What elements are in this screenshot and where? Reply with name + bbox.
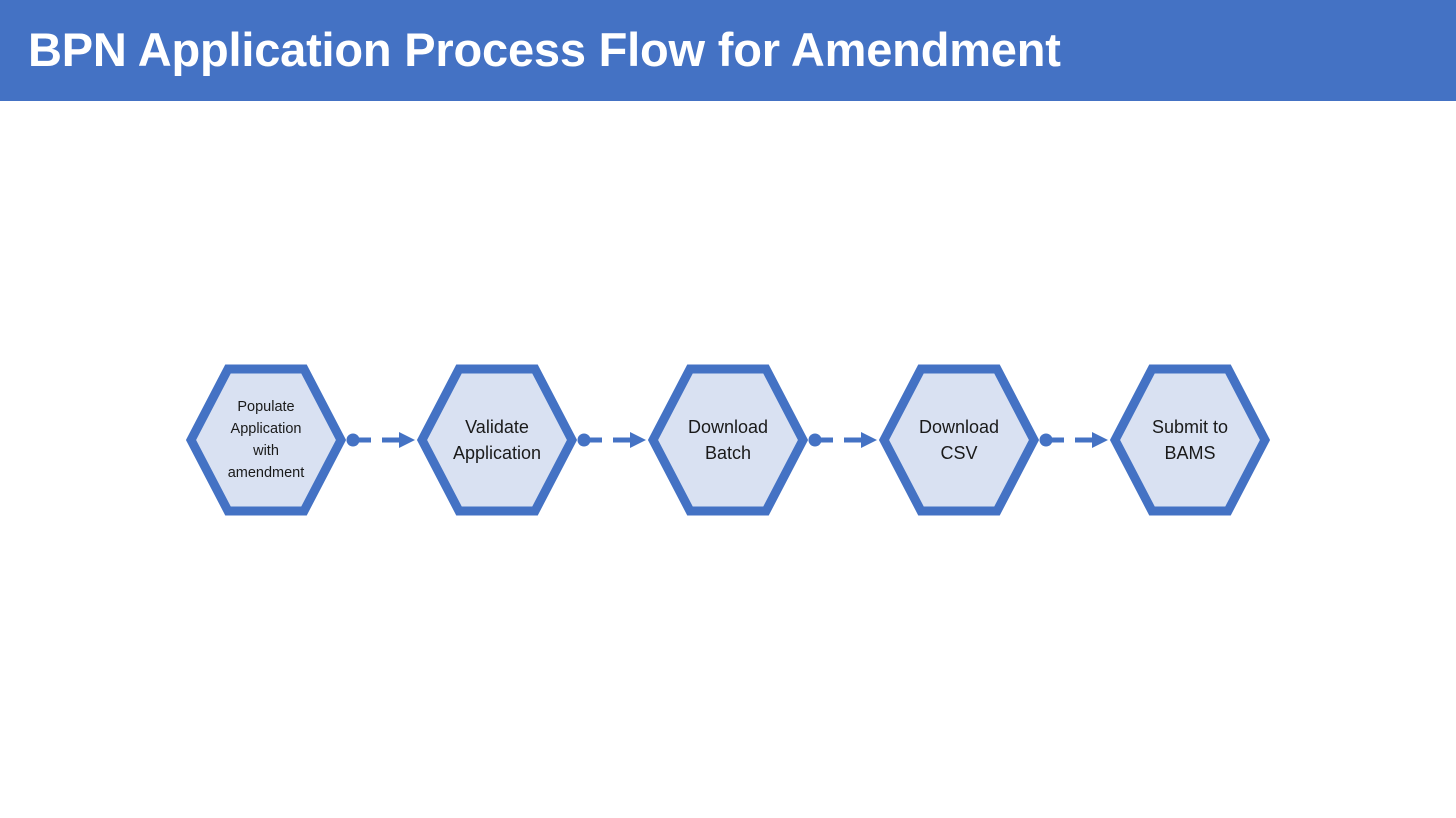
process-flow-row: Populate Application with amendment Vali…	[186, 361, 1270, 519]
dashed-arrow-icon	[577, 432, 646, 448]
hexagon-shape-icon	[1110, 364, 1270, 516]
flow-connector-1	[346, 428, 417, 452]
hexagon-shape-icon	[417, 364, 577, 516]
hexagon-shape-icon	[648, 364, 808, 516]
flow-node-label: Populate Application with amendment	[227, 399, 305, 481]
flow-node-label: Download CSV	[918, 417, 1000, 463]
flow-node-validate-application[interactable]: Validate Application	[417, 364, 577, 516]
dashed-arrow-icon	[346, 432, 415, 448]
flow-connector-2	[577, 428, 648, 452]
diagram-canvas: Populate Application with amendment Vali…	[0, 101, 1456, 818]
hexagon-shape-icon	[186, 364, 346, 516]
hexagon-shape-icon	[879, 364, 1039, 516]
dashed-arrow-icon	[808, 432, 877, 448]
flow-node-download-batch[interactable]: Download Batch	[648, 364, 808, 516]
flow-node-label: Download Batch	[687, 417, 769, 463]
flow-node-submit-to-bams[interactable]: Submit to BAMS	[1110, 364, 1270, 516]
flow-node-download-csv[interactable]: Download CSV	[879, 364, 1039, 516]
dashed-arrow-icon	[1039, 432, 1108, 448]
flow-node-label: Submit to BAMS	[1151, 417, 1229, 463]
title-banner: BPN Application Process Flow for Amendme…	[0, 0, 1456, 101]
flow-node-populate-application[interactable]: Populate Application with amendment	[186, 364, 346, 516]
page-title: BPN Application Process Flow for Amendme…	[28, 23, 1061, 76]
flow-node-label: Validate Application	[452, 417, 542, 463]
flow-connector-4	[1039, 428, 1110, 452]
flow-connector-3	[808, 428, 879, 452]
